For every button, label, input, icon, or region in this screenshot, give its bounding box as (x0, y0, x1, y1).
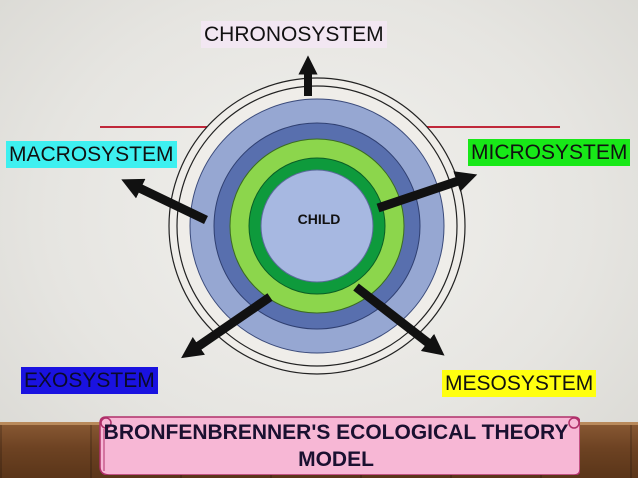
arrow-mesosystem (353, 283, 445, 356)
child-core (260, 169, 374, 283)
arrow-microsystem (376, 171, 478, 213)
banner-title: BRONFENBRENNER'S ECOLOGICAL THEORY MODEL (103, 421, 569, 471)
title-scroll-banner (99, 416, 580, 475)
mesosystem-label: MESOSYSTEM (442, 370, 597, 397)
microsystem-label: MICROSYSTEM (468, 139, 631, 166)
macrosystem-label: MACROSYSTEM (6, 141, 177, 168)
arrow-exosystem (181, 293, 273, 359)
chronosystem-label: CHRONOSYSTEM (201, 21, 387, 48)
arrow-macrosystem (121, 178, 208, 225)
child-label: CHILD (297, 211, 341, 227)
exosystem-label: EXOSYSTEM (21, 367, 158, 394)
